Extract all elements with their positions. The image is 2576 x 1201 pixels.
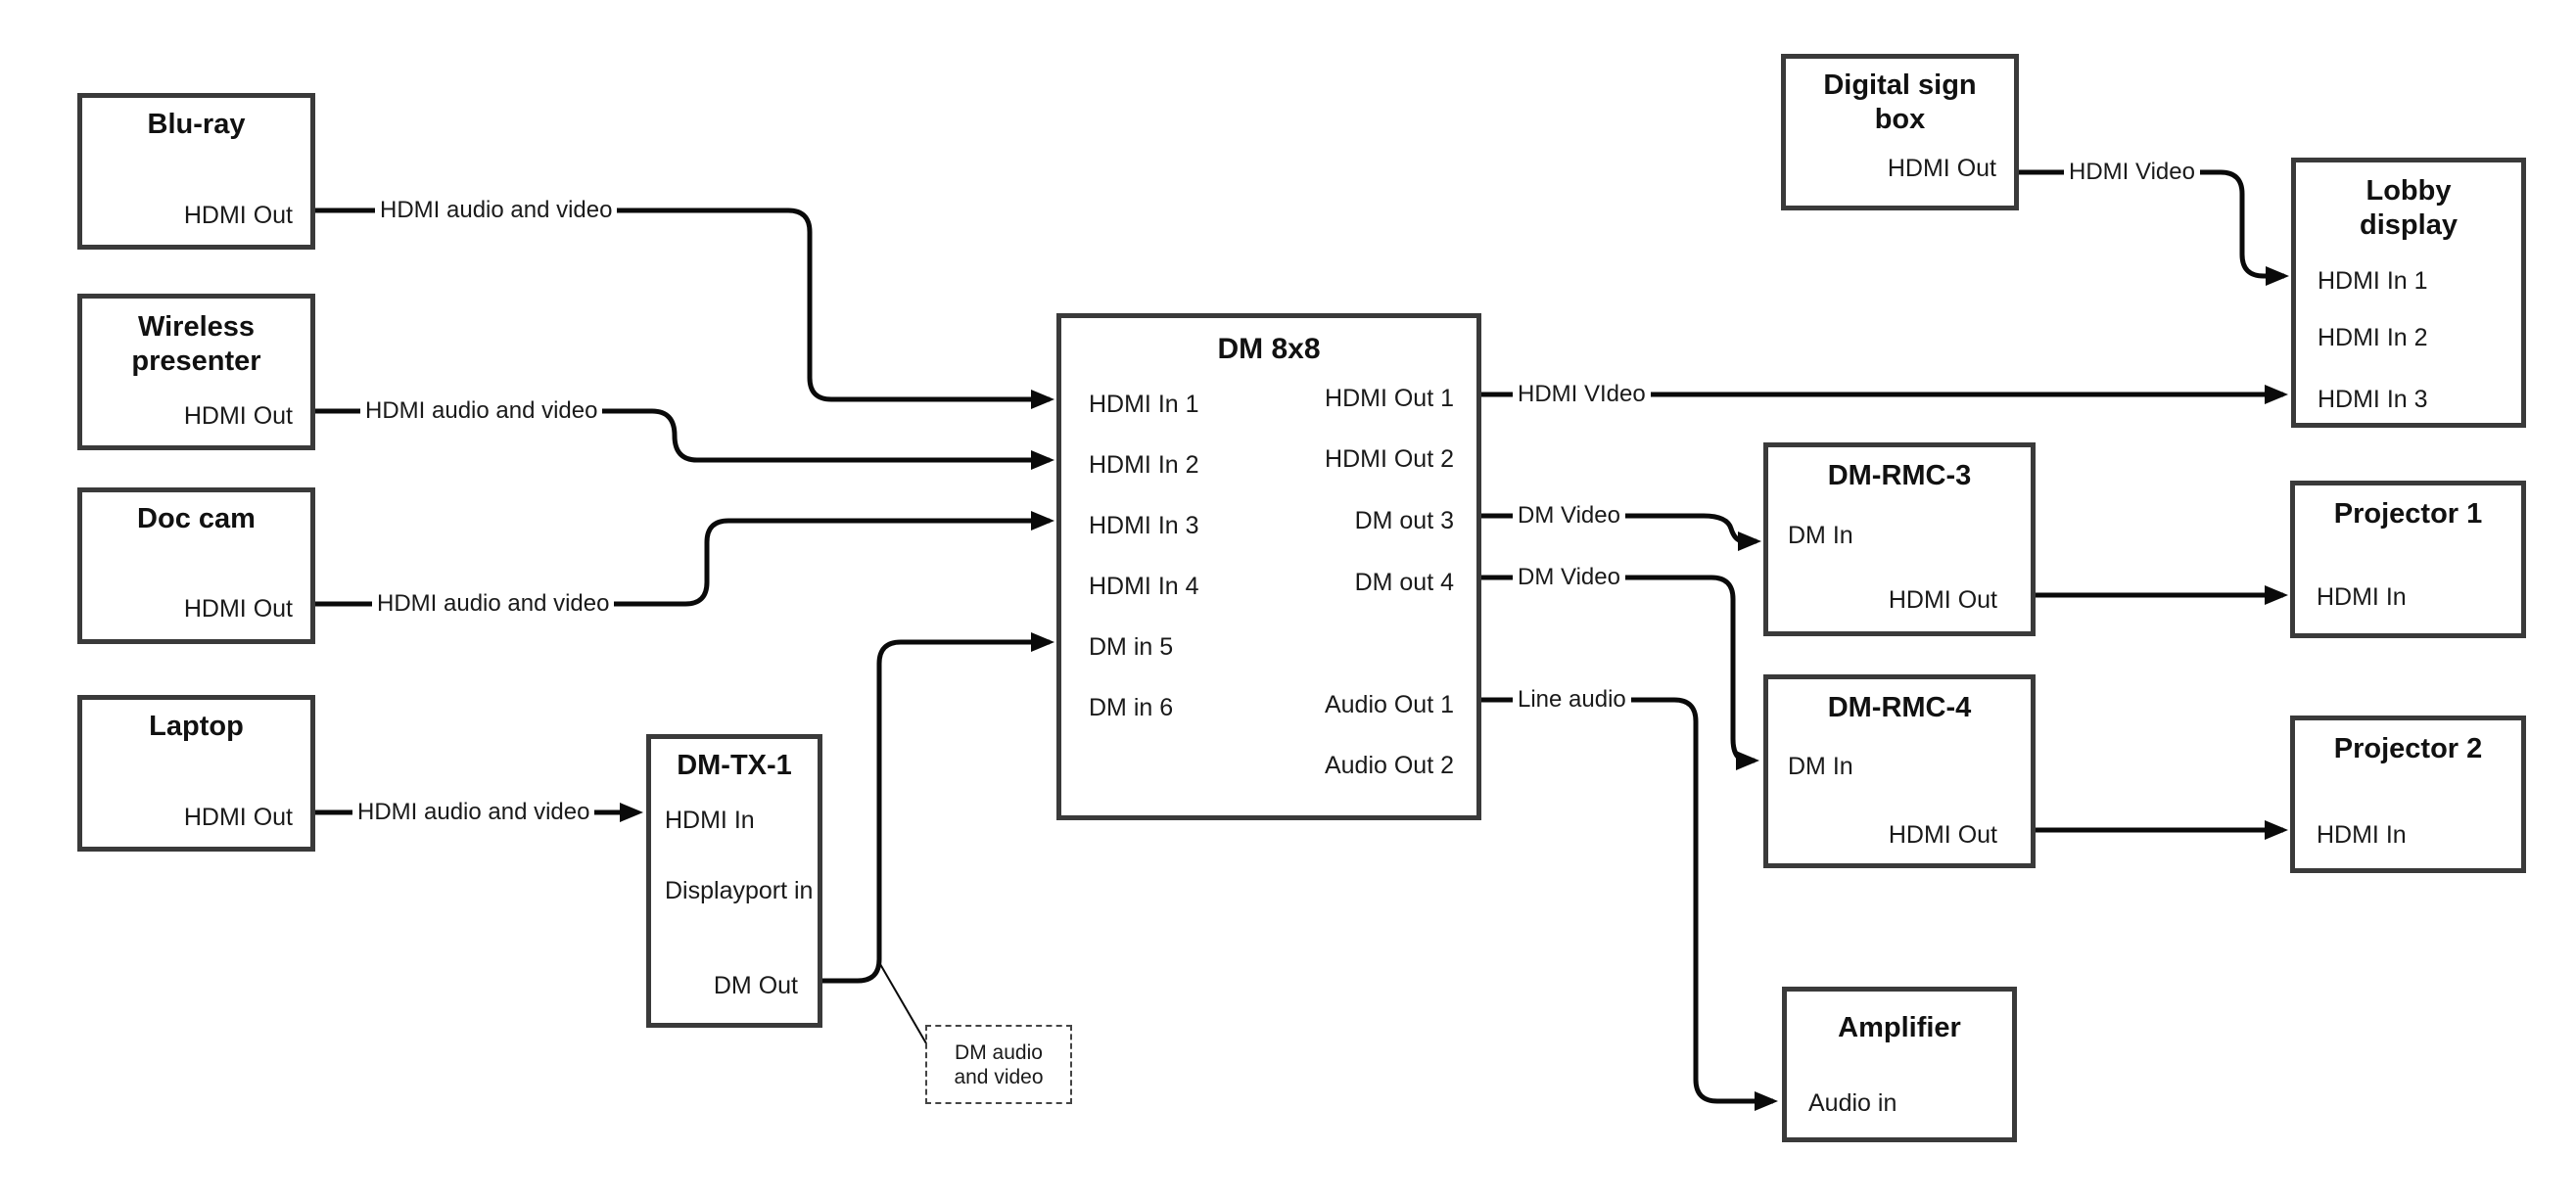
node-dm-8x8: DM 8x8 HDMI In 1 HDMI In 2 HDMI In 3 HDM… bbox=[1056, 313, 1481, 820]
arrowhead-icon bbox=[1031, 632, 1054, 652]
node-projector-2: Projector 2 HDMI In bbox=[2290, 716, 2526, 873]
port-hdmi-out-2: HDMI Out 2 bbox=[1325, 445, 1454, 473]
edge-label-hdmi-audio-video: HDMI audio and video bbox=[352, 798, 595, 827]
node-wireless-presenter: Wireless presenter HDMI Out bbox=[77, 294, 315, 450]
port-hdmi-out: HDMI Out bbox=[1888, 586, 1997, 614]
edge-signbox-to-lobby bbox=[2019, 169, 2284, 279]
port-hdmi-out: HDMI Out bbox=[183, 804, 293, 831]
node-title: Doc cam bbox=[137, 503, 256, 534]
port-dm-in: DM In bbox=[1788, 753, 1853, 780]
port-hdmi-out: HDMI Out bbox=[183, 595, 293, 623]
arrowhead-icon bbox=[1031, 511, 1054, 531]
arrowhead-icon bbox=[1736, 751, 1759, 770]
edge-label-hdmi-audio-video: HDMI audio and video bbox=[360, 396, 603, 426]
note-leader-line bbox=[879, 963, 927, 1044]
arrowhead-icon bbox=[1031, 390, 1054, 409]
arrowhead-icon bbox=[2265, 820, 2288, 840]
note-text: DM audio and video bbox=[954, 1040, 1044, 1088]
node-dm-rmc-4: DM-RMC-4 DM In HDMI Out bbox=[1763, 674, 2036, 868]
node-title: Amplifier bbox=[1838, 1012, 1961, 1043]
port-hdmi-in: HDMI In bbox=[2317, 583, 2407, 611]
node-digital-sign-box: Digital sign box HDMI Out bbox=[1781, 54, 2019, 210]
port-hdmi-in-4: HDMI In 4 bbox=[1089, 573, 1199, 600]
edge-label-hdmi-audio-video: HDMI audio and video bbox=[375, 196, 618, 225]
edge-label-hdmi-audio-video: HDMI audio and video bbox=[372, 589, 615, 619]
node-title: DM 8x8 bbox=[1217, 333, 1321, 365]
arrowhead-icon bbox=[620, 803, 643, 822]
port-hdmi-in-1: HDMI In 1 bbox=[1089, 391, 1199, 418]
edge-dm8x8-to-amplifier bbox=[1481, 697, 1773, 1104]
arrowhead-icon bbox=[2265, 385, 2288, 404]
node-projector-1: Projector 1 HDMI In bbox=[2290, 481, 2526, 638]
arrowhead-icon bbox=[2265, 585, 2288, 605]
port-hdmi-out: HDMI Out bbox=[1887, 155, 1996, 182]
port-hdmi-out: HDMI Out bbox=[183, 202, 293, 229]
node-bluray: Blu-ray HDMI Out bbox=[77, 93, 315, 250]
port-dm-out-3: DM out 3 bbox=[1354, 507, 1454, 534]
port-audio-out-2: Audio Out 2 bbox=[1324, 752, 1454, 779]
arrowheads bbox=[620, 266, 2289, 1111]
port-dm-out: DM Out bbox=[713, 972, 798, 999]
edge-label-line-audio: Line audio bbox=[1513, 685, 1631, 715]
port-audio-in: Audio in bbox=[1808, 1089, 1897, 1117]
port-hdmi-in: HDMI In bbox=[665, 807, 755, 834]
arrowhead-icon bbox=[2266, 266, 2289, 286]
arrowhead-icon bbox=[1755, 1091, 1778, 1111]
port-hdmi-in-2: HDMI In 2 bbox=[1089, 451, 1199, 479]
note-dm-audio-and-video: DM audio and video bbox=[925, 1025, 1072, 1104]
edge-label-dm-video: DM Video bbox=[1513, 501, 1625, 531]
node-doc-cam: Doc cam HDMI Out bbox=[77, 487, 315, 644]
node-title: Blu-ray bbox=[147, 109, 246, 140]
port-dm-out-4: DM out 4 bbox=[1354, 569, 1454, 596]
port-hdmi-out-1: HDMI Out 1 bbox=[1325, 385, 1454, 412]
node-title: DM-TX-1 bbox=[677, 750, 792, 781]
edge-label-hdmi-video: HDMI Video bbox=[2064, 158, 2200, 187]
port-hdmi-in-1: HDMI In 1 bbox=[2318, 267, 2428, 295]
node-title: DM-RMC-3 bbox=[1827, 460, 1972, 491]
port-audio-out-1: Audio Out 1 bbox=[1324, 691, 1454, 718]
edge-dm8x8-to-dmrmc4 bbox=[1481, 575, 1755, 763]
port-displayport-in: Displayport in bbox=[665, 877, 814, 904]
node-laptop: Laptop HDMI Out bbox=[77, 695, 315, 852]
node-lobby-display: Lobby display HDMI In 1 HDMI In 2 HDMI I… bbox=[2291, 158, 2526, 428]
port-dm-in: DM In bbox=[1788, 522, 1853, 549]
port-hdmi-in-3: HDMI In 3 bbox=[1089, 512, 1199, 539]
port-hdmi-in-3: HDMI In 3 bbox=[2318, 386, 2428, 413]
port-hdmi-in-2: HDMI In 2 bbox=[2318, 324, 2428, 351]
edge-label-hdmi-video: HDMI VIdeo bbox=[1513, 380, 1651, 409]
arrowhead-icon bbox=[1031, 450, 1054, 470]
port-dm-in-5: DM in 5 bbox=[1089, 633, 1174, 661]
node-title: DM-RMC-4 bbox=[1827, 692, 1972, 723]
node-title: Laptop bbox=[149, 711, 244, 742]
port-hdmi-in: HDMI In bbox=[2317, 821, 2407, 849]
arrowhead-icon bbox=[1738, 531, 1761, 551]
edge-wireless-to-dm8x8 bbox=[315, 408, 1050, 463]
node-amplifier: Amplifier Audio in bbox=[1782, 987, 2017, 1142]
port-dm-in-6: DM in 6 bbox=[1089, 694, 1174, 721]
edge-doccam-to-dm8x8 bbox=[315, 518, 1050, 607]
node-title: Lobby display bbox=[2360, 175, 2458, 241]
node-dm-tx-1: DM-TX-1 HDMI In Displayport in DM Out bbox=[646, 734, 822, 1028]
edge-dmtx1-to-dm8x8 bbox=[822, 639, 1050, 984]
node-dm-rmc-3: DM-RMC-3 DM In HDMI Out bbox=[1763, 442, 2036, 636]
port-hdmi-out: HDMI Out bbox=[183, 402, 293, 430]
port-hdmi-out: HDMI Out bbox=[1888, 821, 1997, 849]
node-title: Wireless presenter bbox=[131, 311, 261, 377]
edge-label-dm-video: DM Video bbox=[1513, 563, 1625, 592]
node-title: Projector 1 bbox=[2333, 498, 2483, 530]
edge-bluray-to-dm8x8 bbox=[315, 208, 1050, 402]
node-title: Projector 2 bbox=[2333, 733, 2483, 764]
node-title: Digital sign box bbox=[1823, 69, 1977, 135]
